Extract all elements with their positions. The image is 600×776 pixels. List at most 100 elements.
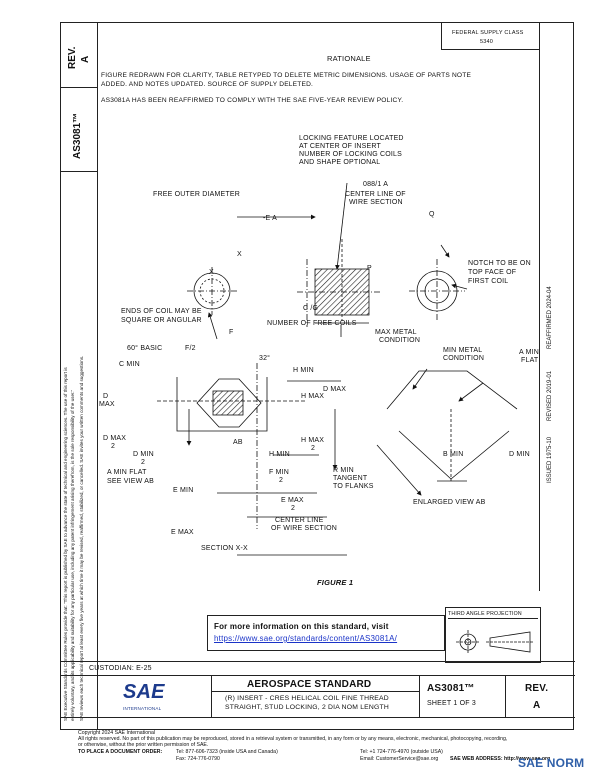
d-max-left-1: D: [103, 393, 109, 400]
rationale-title: RATIONALE: [327, 54, 371, 63]
h-max-2-a: H MAX: [301, 437, 325, 444]
side-note-3: SAE reviews each technical report at lea…: [79, 355, 84, 721]
section-outline: [176, 377, 268, 432]
notch-label-1: NOTCH TO BE ON: [468, 260, 531, 267]
d-max-label: D MAX: [323, 386, 347, 393]
doc-number: AS3081™: [72, 112, 83, 159]
title-divider-2: [419, 675, 420, 717]
a-min-flat-1: A MIN FLAT: [107, 469, 147, 476]
e-a-label: -E A: [263, 215, 278, 222]
desc-line-1: (R) INSERT - CRES HELICAL COIL FINE THRE…: [225, 695, 389, 702]
info-box: For more information on this standard, v…: [207, 615, 445, 651]
rev-value: A: [80, 55, 91, 63]
custodian: CUSTODIAN: E-25: [89, 665, 152, 672]
basic-60-label: 60° BASIC: [127, 345, 163, 352]
figure-caption: FIGURE 1: [317, 578, 354, 587]
enlarged-top: [386, 370, 518, 410]
r-min-label-3: TO FLANKS: [333, 483, 374, 490]
rationale-text-1: FIGURE REDRAWN FOR CLARITY, TABLE RETYPE…: [101, 72, 472, 79]
footer-copyright: Copyright 2024 SAE International: [78, 730, 155, 736]
p-label: P: [367, 265, 372, 272]
title-block-top-rule: [61, 661, 575, 662]
f-box-label: F: [229, 329, 234, 336]
watermark: SAE NORM: [518, 756, 585, 770]
sheet-number: SHEET 1 OF 3: [427, 700, 476, 707]
footer-order-label: TO PLACE A DOCUMENT ORDER:: [78, 749, 163, 755]
b-min-label: B MIN: [443, 451, 464, 458]
ends-label-1: ENDS OF COIL MAY BE: [121, 308, 202, 315]
h-min-2-label: H MIN: [269, 451, 290, 458]
notch-leader: [451, 283, 468, 290]
fsc-value: 5340: [480, 39, 494, 45]
x-top-label: X: [237, 251, 242, 258]
info-heading: For more information on this standard, v…: [214, 622, 389, 631]
centerline-label-1: CENTER LINE OF: [345, 191, 406, 198]
rev-cell: REV. A: [61, 23, 97, 88]
min-metal-leader: [458, 382, 484, 402]
ends-coil-leader: [207, 312, 218, 340]
cl-wire-label-1: CENTER LINE: [275, 517, 324, 524]
ends-label-2: SQUARE OR ANGULAR: [121, 317, 202, 324]
issued-date: ISSUED 1975-10: [547, 436, 553, 483]
title-block-mid-rule: [61, 675, 575, 676]
q-arrow: [440, 244, 450, 258]
f-half-label: F/2: [185, 345, 196, 352]
footer-tel: Tel: 877-606-7323 (inside USA and Canada…: [176, 749, 278, 755]
locking-label-1: LOCKING FEATURE LOCATED: [299, 135, 404, 142]
projection-box: THIRD ANGLE PROJECTION: [445, 607, 541, 663]
f-min-a: F MIN: [269, 469, 290, 476]
free-od-label: FREE OUTER DIAMETER: [153, 191, 241, 198]
thread-profile: [196, 378, 262, 428]
footer-web: SAE WEB ADDRESS: http://www.sae.org: [450, 756, 551, 762]
right-column-divider: [539, 23, 540, 591]
a-min-flat-right-2: FLAT: [521, 357, 539, 364]
notch-label-2: TOP FACE OF: [468, 269, 517, 276]
footer-email: Email: CustomerService@sae.org: [360, 756, 439, 762]
x-circle-label: X: [209, 269, 214, 276]
sae-logo-text: SAE: [123, 681, 165, 703]
max-metal-leader: [412, 368, 428, 390]
technical-figure: [157, 182, 518, 556]
enlarged-view-label: ENLARGED VIEW AB: [413, 499, 486, 506]
f-min-b: 2: [279, 477, 284, 484]
locking-leader: [335, 182, 348, 270]
r-min-label-1: R MIN: [333, 467, 354, 474]
min-metal-label-2: CONDITION: [443, 355, 485, 362]
side-note-2: entirely voluntary, and its applicabilit…: [70, 389, 75, 721]
max-metal-label-2: CONDITION: [379, 337, 421, 344]
e-max-2-a: E MAX: [281, 497, 304, 504]
c-min-label: C MIN: [119, 361, 140, 368]
footer-fax: Fax: 724-776-0790: [176, 756, 220, 762]
sae-logo: SAE INTERNATIONAL: [121, 679, 165, 715]
title-rev-value: A: [533, 700, 541, 711]
notch-label-3: FIRST COIL: [468, 278, 509, 285]
h-min-label: H MIN: [293, 367, 314, 374]
desc-line-2: STRAIGHT, STUD LOCKING, 2 DIA NOM LENGTH: [225, 704, 389, 711]
revised-date: REVISED 2019-01: [547, 370, 553, 421]
projection-symbol-icon: [456, 630, 534, 654]
reaffirmed-date: REAFFIRMED 2024-04: [547, 286, 553, 349]
reaffirm-text: AS3081A HAS BEEN REAFFIRMED TO COMPLY WI…: [101, 97, 404, 104]
locking-label-2: AT CENTER OF INSERT: [299, 143, 381, 150]
standard-link[interactable]: https://www.sae.org/standards/content/AS…: [214, 634, 398, 643]
drawing-sheet: REV. A AS3081™ SAE Executive Standards C…: [60, 22, 575, 730]
num-free-coils-label: NUMBER OF FREE COILS: [267, 320, 357, 327]
title-block-bottom-rule: [61, 717, 575, 718]
d-max-2-a: D MAX: [103, 435, 127, 442]
max-metal-label-1: MAX METAL: [375, 329, 417, 336]
d-min-2-a: D MIN: [133, 451, 154, 458]
r-min-leader: [376, 444, 422, 496]
rationale-text-2: ADDED. AND NOTES UPDATED. SOURCE OF SUPP…: [101, 81, 314, 88]
footer-rights: All rights reserved. No part of this pub…: [78, 736, 508, 742]
doc-number-cell: AS3081™: [61, 87, 97, 172]
side-note-1: SAE Executive Standards Committee Rules …: [63, 367, 68, 721]
cl-wire-label-2: OF WIRE SECTION: [271, 525, 337, 532]
min-metal-label-1: MIN METAL: [443, 347, 483, 354]
standard-title: AEROSPACE STANDARD: [247, 679, 372, 690]
h-max-2-b: 2: [311, 445, 316, 452]
h-max-label: H MAX: [301, 393, 325, 400]
e-max-2-b: 2: [291, 505, 296, 512]
ab-label: AB: [233, 439, 243, 446]
e-min-label: E MIN: [173, 487, 194, 494]
centerline-label-2: WIRE SECTION: [349, 199, 403, 206]
